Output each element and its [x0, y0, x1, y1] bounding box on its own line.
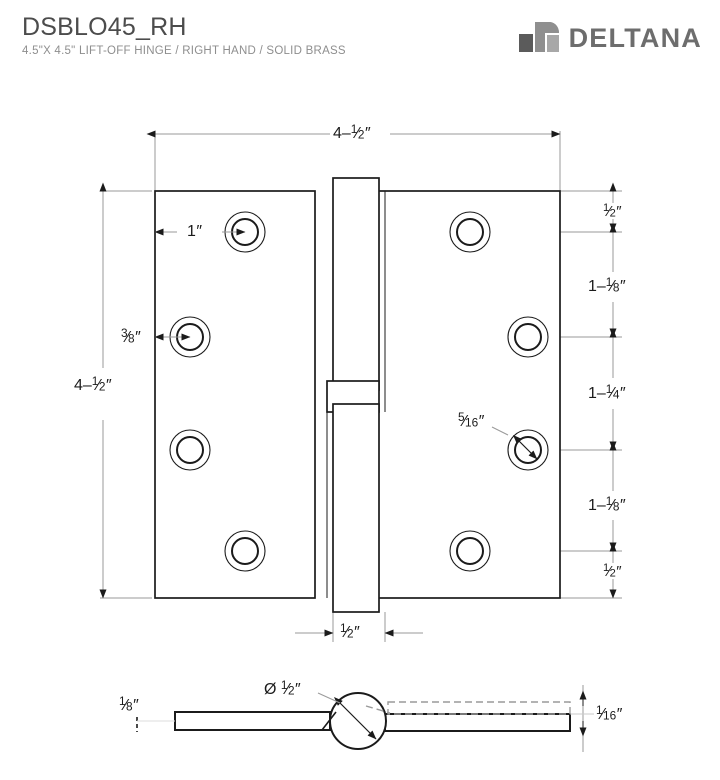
label-hole-diameter-den: 16 [465, 415, 479, 430]
title-block: DSBLO45_RH 4.5"X 4.5" LIFT-OFF HINGE / R… [22, 13, 346, 58]
page-header: DSBLO45_RH 4.5"X 4.5" LIFT-OFF HINGE / R… [0, 0, 720, 78]
label-hole-from-top-mark: ″ [196, 223, 203, 240]
label-right-chain-1: 1⁄2″ [601, 202, 624, 220]
page-subtitle: 4.5"X 4.5" LIFT-OFF HINGE / RIGHT HAND /… [22, 45, 346, 58]
edge-section-view [136, 685, 600, 752]
label-pin-diameter-mark: ″ [295, 680, 301, 698]
label-hole-diameter-num: 5 [458, 410, 465, 424]
leader-pin-diameter [317, 692, 341, 704]
label-right-chain-2: 1–1⁄8″ [586, 275, 628, 295]
label-right-chain-2-mark: ″ [619, 277, 626, 295]
screw-hole [449, 211, 491, 253]
screw-hole [507, 316, 549, 358]
label-right-chain-2-whole: 1– [588, 277, 606, 295]
dimension-leaf-thickness [136, 710, 175, 732]
label-gap-thickness-den: 16 [603, 708, 617, 723]
label-hole-from-top-whole: 1 [187, 223, 196, 240]
label-gap-thickness: 1⁄16″ [594, 703, 625, 723]
label-hole-from-left-num: 3 [121, 326, 128, 340]
label-hole-from-left: 3⁄8″ [119, 326, 143, 346]
section-right-leaf [384, 713, 571, 732]
label-gap-thickness-mark: ″ [616, 705, 623, 723]
section-hidden-connector [365, 705, 391, 714]
label-hole-from-left-den: 8 [128, 331, 135, 346]
section-diameter-arrow [333, 696, 377, 740]
label-right-chain-4-num: 1 [605, 494, 613, 508]
label-right-chain-3-whole: 1– [588, 384, 606, 402]
label-hole-from-top: 1″ [185, 223, 205, 240]
label-overall-height-den: 2 [98, 379, 106, 394]
screw-hole [169, 429, 211, 471]
label-gap-thickness-num: 1 [596, 703, 603, 717]
section-junction-tick [321, 711, 337, 731]
lower-knuckle [332, 403, 380, 613]
label-right-chain-3-num: 1 [605, 382, 613, 396]
upper-knuckle [332, 177, 380, 391]
label-right-chain-3: 1–1⁄4″ [586, 382, 628, 402]
label-right-chain-5-num: 1 [603, 562, 610, 574]
label-right-chain-4: 1–1⁄8″ [586, 494, 628, 514]
label-right-chain-5-mark: ″ [616, 562, 622, 580]
label-right-chain-4-whole: 1– [588, 496, 606, 514]
label-pin-diameter-num: 1 [280, 678, 288, 692]
label-hole-diameter: 5⁄16″ [456, 410, 487, 430]
right-leaf-screw-holes [449, 211, 549, 572]
label-overall-width-whole: 4– [333, 124, 351, 142]
label-pin-diameter-whole: Ø [264, 680, 281, 698]
label-pin-diameter: Ø 1⁄2″ [262, 678, 303, 698]
label-right-chain-1-den: 2 [609, 207, 616, 220]
label-overall-width: 4–1⁄2″ [331, 122, 373, 142]
label-right-chain-5-den: 2 [609, 567, 616, 580]
label-overall-height-num: 1 [91, 374, 99, 388]
label-right-chain-1-num: 1 [603, 202, 610, 214]
label-leaf-thickness-mark: ″ [133, 696, 139, 714]
label-overall-width-num: 1 [350, 122, 358, 136]
leader-hole-diameter [491, 426, 509, 436]
label-overall-width-den: 2 [357, 127, 365, 142]
screw-hole-dimensioned [507, 429, 549, 471]
label-right-chain-1-mark: ″ [616, 202, 622, 220]
page-title: DSBLO45_RH [22, 13, 187, 41]
deltana-block-logo-icon [518, 22, 559, 52]
label-right-chain-2-num: 1 [605, 275, 613, 289]
label-right-chain-4-den: 8 [612, 499, 620, 514]
label-right-chain-4-mark: ″ [619, 496, 626, 514]
label-overall-height: 4–1⁄2″ [72, 374, 114, 394]
label-right-chain-2-den: 8 [612, 280, 620, 295]
label-overall-height-mark: ″ [105, 376, 112, 394]
label-overall-height-whole: 4– [74, 376, 92, 394]
label-knuckle-width: 1⁄2″ [338, 621, 362, 641]
label-leaf-thickness-num: 1 [119, 694, 126, 708]
screw-hole [449, 530, 491, 572]
front-elevation-view [99, 130, 622, 642]
label-hole-from-left-mark: ″ [135, 328, 141, 346]
label-knuckle-width-mark: ″ [354, 623, 360, 641]
right-leaf [343, 190, 561, 599]
label-right-chain-3-den: 4 [612, 387, 620, 402]
screw-hole [224, 530, 266, 572]
label-overall-width-mark: ″ [364, 124, 371, 142]
label-right-chain-3-mark: ″ [619, 384, 626, 402]
label-leaf-thickness: 1⁄8″ [117, 694, 141, 714]
brand-logo: DELTANA [518, 22, 702, 53]
section-left-leaf [174, 711, 331, 731]
left-leaf [154, 190, 316, 599]
section-hidden-outline [387, 701, 571, 715]
label-leaf-thickness-den: 8 [126, 699, 133, 714]
label-knuckle-width-den: 2 [347, 626, 354, 641]
label-hole-diameter-mark: ″ [478, 412, 485, 430]
brand-name: DELTANA [568, 23, 702, 53]
label-knuckle-width-num: 1 [340, 621, 347, 635]
label-right-chain-5: 1⁄2″ [601, 562, 624, 580]
label-pin-diameter-den: 2 [287, 683, 295, 698]
